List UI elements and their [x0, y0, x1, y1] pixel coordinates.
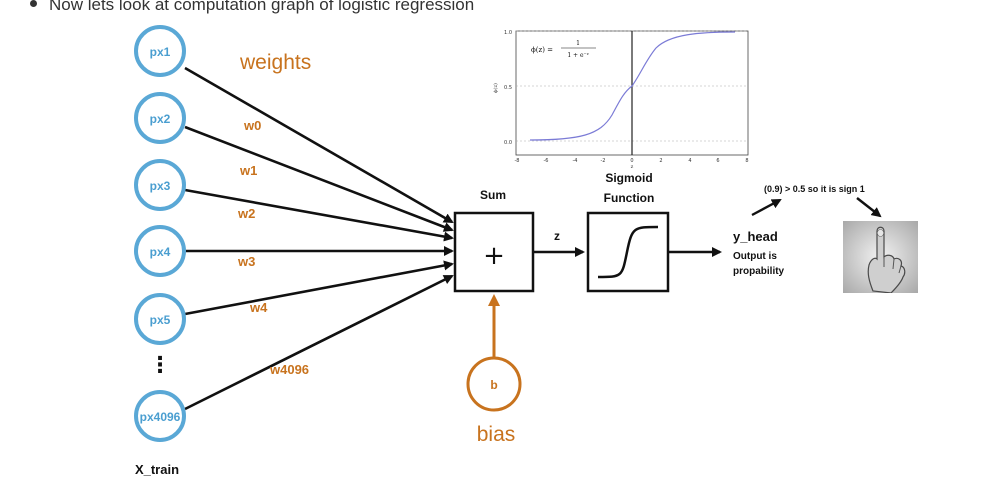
input-caption: X_train — [135, 462, 179, 477]
threshold-arrow-left — [751, 198, 782, 217]
sum-symbol: + — [483, 241, 505, 271]
bias-node-label: b — [490, 378, 497, 392]
output-label: y_head — [733, 229, 778, 244]
output-desc-line2: propability — [733, 266, 785, 277]
bullet-icon — [30, 0, 37, 8]
sigmoid-plot-xtick-m4: -4 — [573, 158, 578, 164]
sigmoid-plot-xtick-m8: -8 — [515, 158, 520, 164]
sigmoid-curve-icon — [597, 225, 659, 279]
bias-label: bias — [477, 423, 516, 446]
input-node-px1 — [134, 25, 186, 77]
weight-label-w3: w3 — [237, 254, 255, 269]
bias-node — [466, 356, 522, 412]
sigmoid-plot-xtick-8: 8 — [745, 158, 748, 164]
input-label-px3: px3 — [150, 179, 171, 193]
threshold-arrow-right — [856, 197, 882, 218]
sigmoid-plot-ylabel: ϕ(z) — [492, 83, 499, 93]
arrow-px3 — [184, 188, 454, 242]
input-node-px3 — [134, 159, 186, 211]
hand-sign-image — [843, 221, 918, 293]
sigmoid-plot-ytick-0: 0.0 — [504, 140, 512, 146]
sigmoid-label-line1: Sigmoid — [605, 171, 652, 185]
threshold-note: (0.9) > 0.5 so it is sign 1 — [764, 184, 865, 194]
sigmoid-plot-formula-num: 1 — [576, 40, 580, 47]
sum-box — [453, 211, 535, 293]
weight-label-w1: w1 — [239, 163, 257, 178]
sigmoid-plot: ϕ(z) = 1 1 + e⁻ᶻ 1.0 0.5 0.0 ϕ(z) -8 -6 … — [492, 30, 749, 170]
bullet-text: Now lets look at computation graph of lo… — [49, 0, 475, 14]
input-arrows — [184, 66, 454, 411]
sigmoid-plot-xtick-m6: -6 — [544, 158, 549, 164]
arrow-px2 — [184, 125, 454, 232]
sum-label: Sum — [480, 188, 506, 202]
input-node-px2 — [134, 92, 186, 144]
weight-labels: w0 w1 w2 w3 w4 w4096 — [237, 118, 309, 377]
weight-label-w0: w0 — [243, 118, 261, 133]
input-label-px1: px1 — [150, 45, 171, 59]
output-desc-line1: Output is — [733, 251, 777, 262]
bullet-text-line: Now lets look at computation graph of lo… — [30, 0, 474, 15]
sigmoid-plot-xtick-m2: -2 — [601, 158, 606, 164]
sigmoid-plot-formula-lhs: ϕ(z) = — [531, 46, 553, 54]
weight-label-w2: w2 — [237, 206, 255, 221]
weight-label-w4096: w4096 — [269, 362, 309, 377]
sigmoid-label-line2: Function — [604, 191, 655, 205]
input-node-px5 — [134, 293, 186, 345]
sigmoid-plot-xlabel: z — [631, 164, 634, 170]
input-nodes: px1 px2 px3 px4 px5 ⋮ px4096 — [134, 25, 186, 442]
arrow-px1 — [184, 66, 454, 224]
input-label-px5: px5 — [150, 313, 171, 327]
sigmoid-plot-formula-den: 1 + e⁻ᶻ — [567, 52, 588, 59]
sigmoid-plot-ytick-05: 0.5 — [504, 85, 512, 91]
sigmoid-plot-ytick-1: 1.0 — [504, 30, 512, 36]
weights-title: weights — [239, 51, 311, 74]
sigmoid-plot-xtick-0: 0 — [630, 158, 633, 164]
arrow-px4096 — [184, 274, 454, 411]
sigmoid-plot-xtick-2: 2 — [659, 158, 662, 164]
input-node-px4 — [134, 225, 186, 277]
input-label-px2: px2 — [150, 112, 171, 126]
arrow-px5 — [184, 260, 454, 316]
sigmoid-plot-curve — [529, 31, 736, 141]
z-label: z — [554, 229, 560, 243]
input-ellipsis: ⋮ — [149, 353, 171, 378]
input-label-px4096: px4096 — [140, 410, 181, 424]
input-node-px4096 — [134, 390, 186, 442]
input-label-px4: px4 — [150, 245, 171, 259]
sigmoid-plot-xtick-6: 6 — [716, 158, 719, 164]
sigmoid-plot-xtick-4: 4 — [688, 158, 691, 164]
weight-label-w4: w4 — [249, 300, 268, 315]
